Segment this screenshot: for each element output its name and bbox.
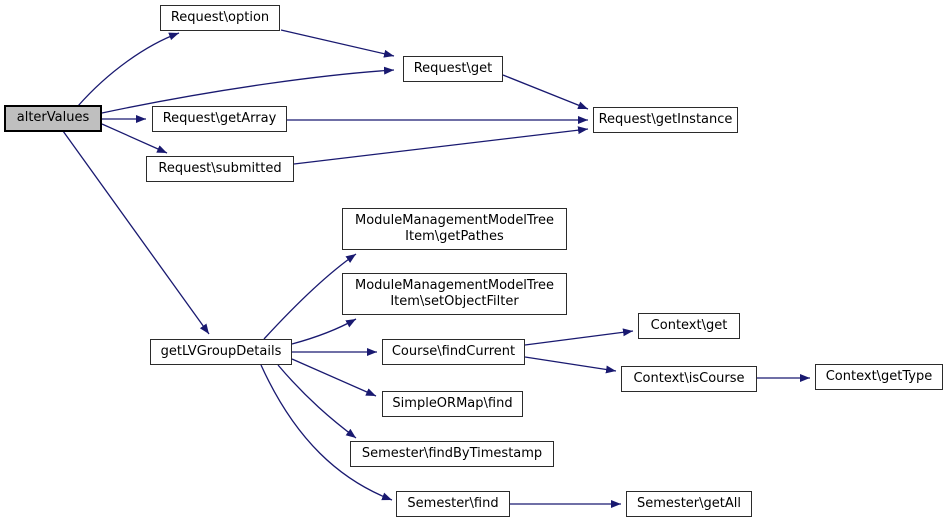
edge-altervalues-to-request-get [101, 66, 395, 114]
node-request-getarray[interactable]: Request\getArray [152, 106, 287, 132]
edge-course-findcurrent-to-context-iscourse [524, 356, 617, 374]
edge-course-findcurrent-to-context-get [524, 328, 634, 346]
edge-getlvgroupdetails-to-semester-find [260, 364, 393, 501]
node-label: getLVGroupDetails [160, 343, 282, 359]
node-request-option[interactable]: Request\option [160, 5, 280, 31]
node-label: SimpleORMap\find [392, 395, 513, 411]
node-label-line1: ModuleManagementModelTree [354, 212, 555, 228]
node-label: Course\findCurrent [391, 343, 516, 359]
edge-request-submitted-to-request-getinstance [293, 126, 589, 165]
node-label: Semester\getAll [637, 495, 741, 511]
node-semester-findbytimestamp[interactable]: Semester\findByTimestamp [350, 441, 554, 467]
node-modulemanagementmodeltreeitem-setobjectfilter[interactable]: ModuleManagementModelTree Item\setObject… [342, 273, 567, 315]
node-label: Context\get [650, 317, 728, 333]
node-label: Request\option [170, 9, 270, 25]
node-semester-find[interactable]: Semester\find [396, 491, 510, 517]
node-simpleormap-find[interactable]: SimpleORMap\find [382, 391, 523, 417]
node-getlvgroupdetails[interactable]: getLVGroupDetails [150, 339, 292, 365]
node-context-gettype[interactable]: Context\getType [815, 364, 943, 390]
node-label: alterValues [16, 110, 90, 126]
node-request-submitted[interactable]: Request\submitted [146, 156, 294, 182]
edge-altervalues-to-request-submitted [101, 123, 168, 154]
edge-altervalues-to-getlvgroupdetails [62, 130, 210, 335]
node-label-line1: ModuleManagementModelTree [354, 277, 555, 293]
node-context-iscourse[interactable]: Context\isCourse [621, 366, 757, 392]
node-label: Semester\find [407, 495, 499, 511]
node-course-findcurrent[interactable]: Course\findCurrent [382, 339, 525, 365]
node-label: Request\getInstance [598, 111, 733, 127]
edge-getlvgroupdetails-to-setobjectfilter [291, 318, 357, 345]
edge-altervalues-to-request-option [77, 32, 180, 107]
node-context-get[interactable]: Context\get [638, 313, 740, 339]
edge-request-option-to-request-get [280, 29, 395, 58]
edge-getlvgroupdetails-to-semester-findbytimestamp [277, 364, 357, 439]
node-modulemanagementmodeltreeitem-getpathes[interactable]: ModuleManagementModelTree Item\getPathes [342, 208, 567, 250]
node-label: Request\get [413, 60, 493, 76]
node-label: Semester\findByTimestamp [361, 445, 543, 461]
node-label-line2: Item\setObjectFilter [390, 294, 519, 309]
edge-getlvgroupdetails-to-simpleormap-find [291, 358, 377, 397]
node-semester-getall[interactable]: Semester\getAll [626, 491, 752, 517]
node-request-get[interactable]: Request\get [403, 56, 503, 82]
edge-request-get-to-request-getinstance [502, 74, 589, 110]
node-label: Context\isCourse [633, 370, 745, 386]
node-label: Request\submitted [158, 160, 282, 176]
node-label: Request\getArray [162, 110, 277, 126]
node-label-line2: Item\getPathes [405, 229, 504, 244]
node-request-getinstance[interactable]: Request\getInstance [593, 107, 738, 133]
node-label: Context\getType [825, 368, 933, 384]
edge-getlvgroupdetails-to-getpathes [263, 253, 357, 340]
node-altervalues[interactable]: alterValues [4, 105, 102, 132]
